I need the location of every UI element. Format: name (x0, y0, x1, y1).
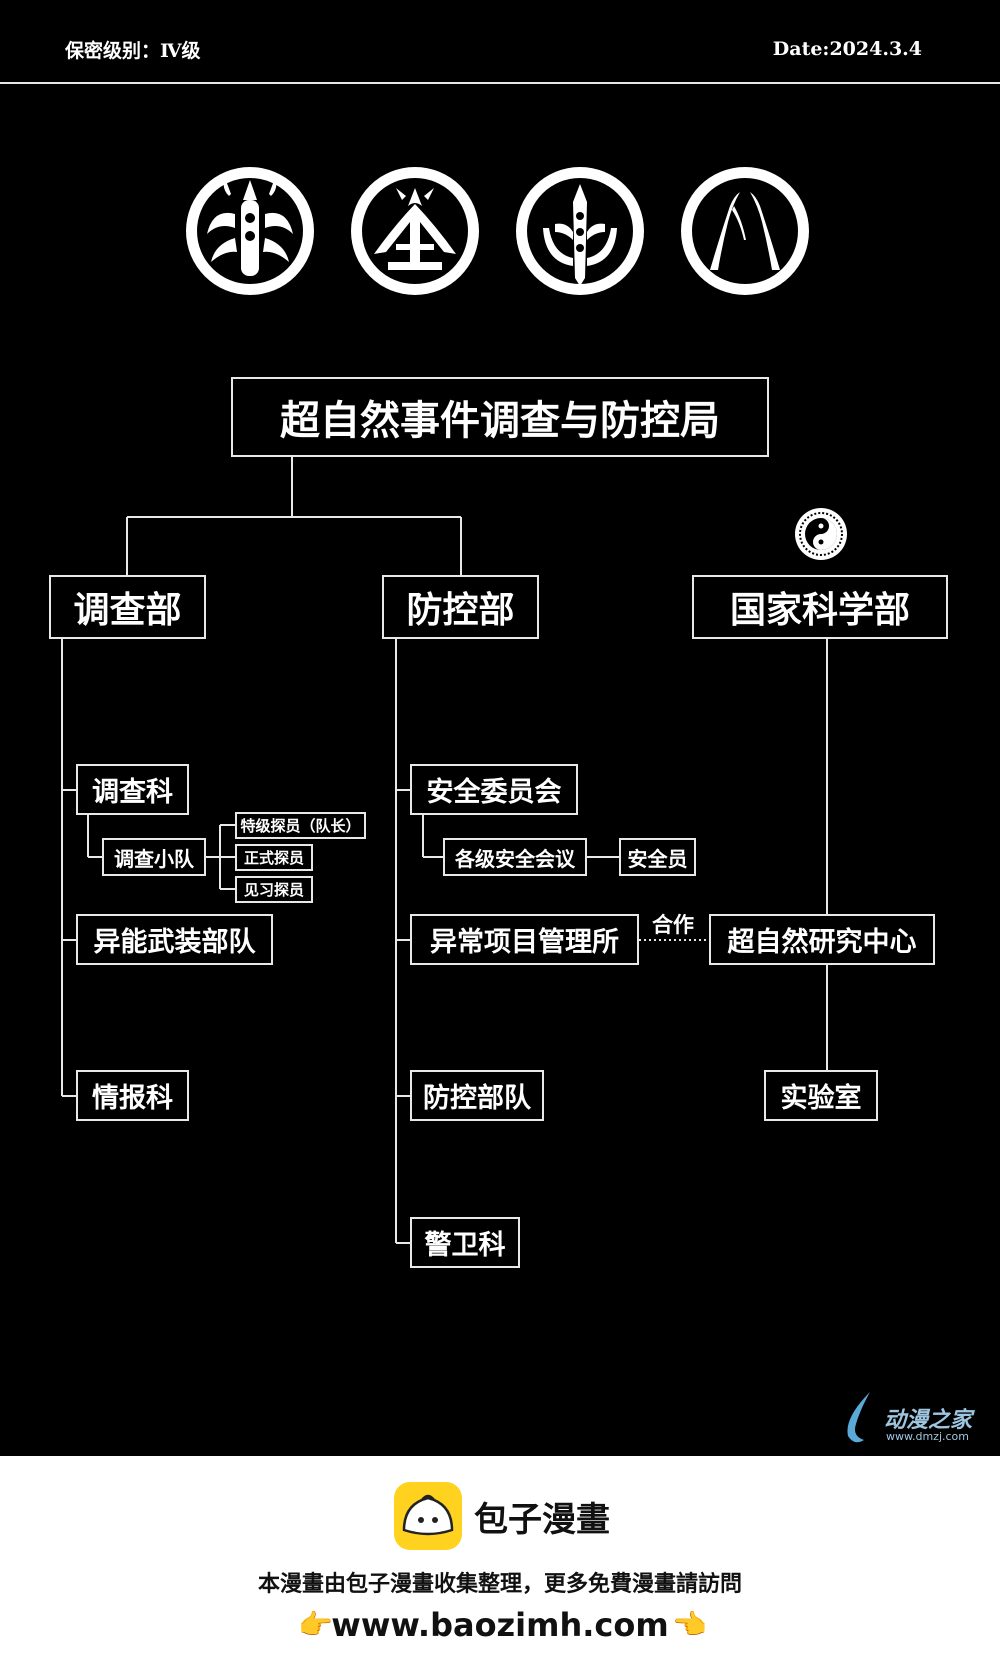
watermark-brand: 动漫之家 (884, 1408, 973, 1433)
rank-official-agent-node: 正式探员 (235, 844, 313, 871)
footer-notice: 本漫畫由包子漫畫收集整理，更多免費漫畫請訪問 (257, 1572, 742, 1597)
laboratory-node: 实验室 (764, 1070, 878, 1121)
control-dept-node: 防控部 (382, 575, 539, 639)
control-troops-node: 防控部队 (410, 1070, 544, 1121)
wings-crest-emblem-icon (681, 167, 809, 295)
rank-special-agent-node: 特级探员（队长） (235, 812, 366, 839)
rank-trainee-agent-node: 见习探员 (235, 876, 313, 903)
science-dept-node: 国家科学部 (692, 575, 948, 639)
anomaly-office-node: 异常项目管理所 (410, 914, 639, 965)
safety-committee-node: 安全委员会 (410, 764, 578, 815)
document-date: Date:2024.3.4 (772, 38, 922, 60)
investigation-dept-node: 调查部 (49, 575, 206, 639)
taiji-seal-icon (795, 508, 847, 560)
header-bar (0, 0, 1000, 84)
intel-section-node: 情报科 (76, 1070, 189, 1121)
trident-crest-emblem-icon (516, 167, 644, 295)
footer-brand-name: 包子漫畫 (474, 1500, 610, 1540)
safety-officer-node: 安全员 (619, 838, 696, 876)
cooperation-label: 合作 (652, 913, 694, 937)
org-chart-connectors (61, 456, 828, 1244)
mountain-crest-emblem-icon (351, 167, 479, 295)
safety-meetings-node: 各级安全会议 (443, 838, 587, 876)
pointing-left-icon: 👈 (672, 1608, 707, 1641)
bureau-root-node: 超自然事件调查与防控局 (231, 377, 769, 457)
footer-site-link[interactable]: www.baozimh.com (331, 1606, 669, 1644)
research-center-node: 超自然研究中心 (709, 914, 935, 965)
eye-crest-emblem-icon (186, 167, 314, 295)
investigation-squad-node: 调查小队 (102, 838, 206, 876)
pointing-right-icon: 👉 (298, 1608, 333, 1641)
baozi-logo-icon (394, 1482, 462, 1550)
guard-section-node: 警卫科 (410, 1217, 520, 1268)
footer-banner: 包子漫畫 本漫畫由包子漫畫收集整理，更多免費漫畫請訪問 👉 www.baozim… (0, 1456, 1000, 1657)
armed-forces-node: 异能武装部队 (76, 914, 273, 965)
secrecy-level: 保密级别：Ⅳ级 (65, 40, 201, 62)
investigation-section-node: 调查科 (76, 764, 189, 815)
watermark-url: www.dmzj.com (886, 1430, 969, 1443)
dmzj-logo-icon (847, 1392, 870, 1443)
